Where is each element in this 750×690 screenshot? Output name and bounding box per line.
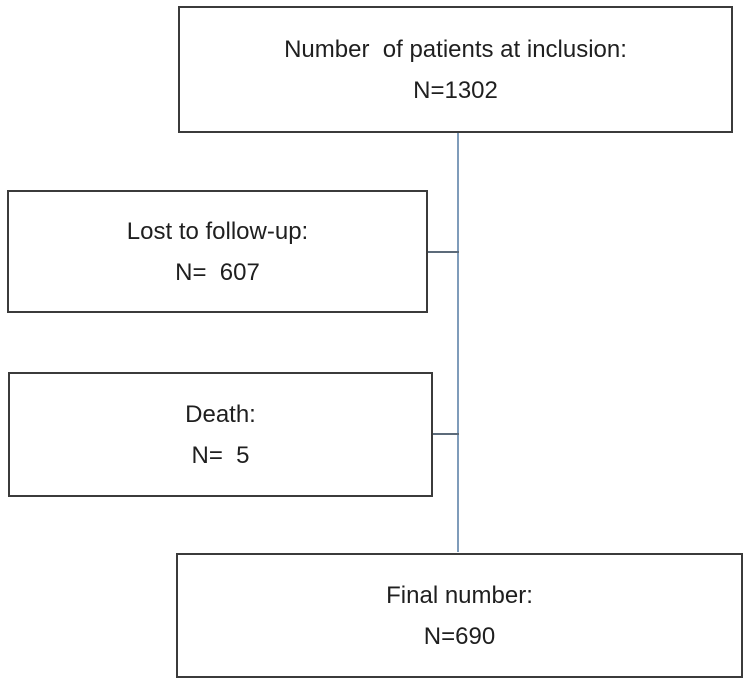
- connector-death-branch-line: [433, 433, 459, 435]
- node-lost-to-followup-box: Lost to follow-up: N= 607: [7, 190, 428, 313]
- node-lost-to-followup-label: Lost to follow-up:: [126, 217, 309, 245]
- node-death-count: N= 5: [191, 441, 250, 469]
- node-final-label: Final number:: [386, 581, 533, 609]
- node-inclusion-count: N=1302: [413, 76, 498, 104]
- connector-main-vertical-line: [457, 133, 459, 552]
- node-lost-to-followup-count: N= 607: [175, 258, 260, 286]
- node-inclusion-label: Number of patients at inclusion:: [284, 35, 627, 63]
- node-final-box: Final number: N=690: [176, 553, 743, 678]
- node-death-box: Death: N= 5: [8, 372, 433, 497]
- node-death-label: Death:: [185, 400, 256, 428]
- connector-lost-branch-line: [428, 251, 459, 253]
- node-final-count: N=690: [423, 622, 496, 650]
- node-inclusion-box: Number of patients at inclusion: N=1302: [178, 6, 733, 133]
